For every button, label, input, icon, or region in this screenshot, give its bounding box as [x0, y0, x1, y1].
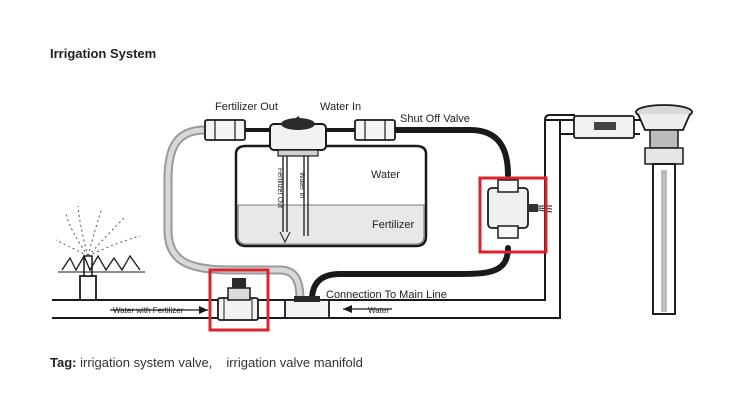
backflow-device	[635, 104, 693, 315]
highlight-box-bottom	[208, 268, 270, 332]
sprinkler	[55, 205, 145, 301]
water-in-fitting	[326, 119, 396, 141]
connection-joint	[284, 299, 330, 319]
water-flow-label: Water	[368, 306, 389, 315]
tag-label: Tag:	[50, 355, 77, 370]
highlight-box-right	[478, 176, 548, 254]
water-in-label: Water In	[320, 101, 361, 113]
water-hose	[309, 127, 511, 303]
fertilizer-level	[237, 204, 425, 245]
tag-link-irrigation-valve-manifold[interactable]: irrigation valve manifold	[226, 355, 363, 370]
page-title: Irrigation System	[50, 46, 157, 61]
fertilizer-label: Fertilizer	[372, 219, 415, 231]
tube-label-water-in: Water In	[298, 172, 305, 198]
valve-bottom	[217, 278, 259, 321]
water-label: Water	[371, 169, 400, 181]
flow-meter-right	[487, 179, 553, 239]
connection-label: Connection To Main Line	[326, 289, 447, 301]
tag-link-irrigation-system-valve[interactable]: irrigation system valve,	[80, 355, 213, 370]
water-with-fertilizer-label: Water with Fertilizer	[113, 306, 184, 315]
tube-label-fertilizer-out: Fertilizer Out	[276, 168, 283, 208]
fertilizer-out-label: Fertilizer Out	[215, 101, 278, 113]
fertilizer-out-fitting	[204, 119, 270, 141]
tag-line: Tag: irrigation system valve, irrigation …	[50, 355, 363, 370]
shut-off-valve-label: Shut Off Valve	[400, 113, 470, 125]
